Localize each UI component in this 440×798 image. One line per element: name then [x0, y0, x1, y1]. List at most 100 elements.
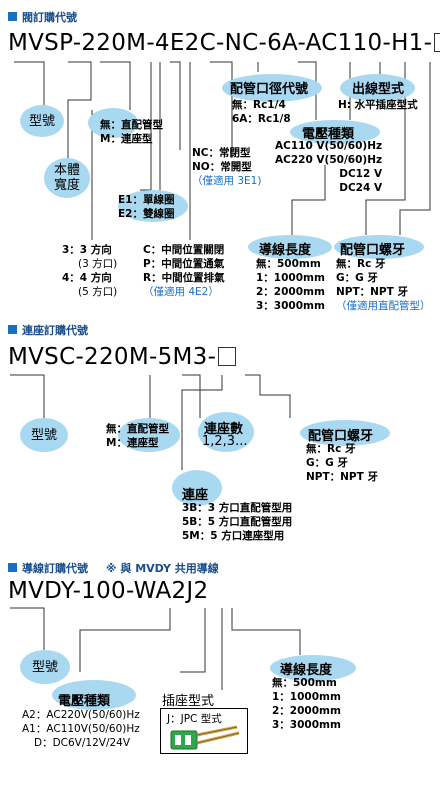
- bubble-type: 型號: [20, 418, 68, 452]
- size-options: 無：Rc1/4 6A：Rc1/8: [232, 98, 291, 126]
- option: 2：2000mm: [272, 705, 341, 717]
- code-part: -: [382, 30, 392, 56]
- note: （僅適用 3E1): [192, 175, 262, 187]
- option: 3：3 方向: [62, 244, 112, 256]
- option: 3：3000mm: [256, 300, 325, 312]
- code-part: -: [149, 344, 158, 370]
- note: （僅適用 4E2）: [143, 286, 219, 298]
- code-part: MVSC: [8, 344, 76, 370]
- code-part: -: [125, 578, 134, 604]
- option: C：中間位置關閉: [143, 244, 225, 256]
- option: (3 方口): [78, 258, 118, 270]
- option: R：中間位置排氣: [143, 272, 225, 284]
- bubble-count: [198, 412, 254, 452]
- label-wire-length: 導線長度: [259, 243, 312, 258]
- option: E1：單線圈: [118, 194, 175, 206]
- code-part: -: [297, 30, 306, 56]
- option: M：連座型: [106, 437, 159, 449]
- code-part: -: [207, 344, 217, 370]
- option: P：中間位置通氣: [143, 258, 225, 270]
- section-marker-icon: [8, 563, 17, 572]
- label-thread: 配管口螺牙: [340, 243, 406, 258]
- option: AC220 V(50/60)Hz: [275, 154, 383, 166]
- option: 無：直配管型: [106, 423, 169, 435]
- option: 5M：5 方口連座型用: [182, 530, 285, 542]
- code-part: -: [146, 30, 155, 56]
- jpc-plug-icon: [170, 725, 240, 750]
- piping-options: 無：直配管型 M：連座型: [100, 118, 163, 146]
- bubble-piping: [88, 108, 138, 138]
- label-voltage: 電壓種類: [302, 127, 355, 142]
- code-part: NC: [224, 30, 259, 56]
- section3-title: 導線訂購代號 ※ 與 MVDY 共用導線: [22, 560, 219, 576]
- bubble-wiring: [340, 74, 415, 102]
- option: NO：常開型: [192, 161, 252, 173]
- code-part: 100: [81, 578, 126, 604]
- label-count: 連座數: [204, 422, 244, 437]
- section3-note: ※ 與 MVDY 共用導線: [105, 562, 219, 575]
- code-part: 220M: [84, 344, 149, 370]
- socket-box: J：JPC 型式: [160, 708, 248, 754]
- position-options: C：中間位置關閉 P：中間位置通氣 R：中間位置排氣 （僅適用 4E2）: [143, 243, 225, 299]
- piping-options: 無：直配管型 M：連座型: [106, 422, 169, 450]
- code-part: -: [423, 30, 433, 56]
- option: 無：Rc1/4: [232, 99, 286, 111]
- code-part: 4E2C: [154, 30, 216, 56]
- bubble-piping-size: [222, 74, 322, 102]
- bubble-body-width: 本體 寬度: [44, 158, 90, 198]
- bubble-voltage: [52, 680, 136, 710]
- thread-options: 無：Rc 牙 G：G 牙 NPT：NPT 牙 （僅適用直配管型）: [336, 257, 431, 313]
- option: AC110 V(50/60)Hz: [275, 140, 383, 152]
- label-thread: 配管口螺牙: [308, 429, 374, 444]
- option: 3B：3 方口直配管型用: [182, 502, 293, 514]
- label-wire-length: 導線長度: [280, 663, 333, 678]
- section2-title: 連座訂購代號: [22, 324, 88, 337]
- option: 無：500mm: [256, 258, 321, 270]
- option: D：DC6V/12V/24V: [34, 737, 131, 749]
- section-marker-icon: [8, 325, 17, 334]
- section2-code: MVSC-220M-5M3-: [8, 344, 237, 370]
- section-marker-icon: [8, 12, 17, 21]
- section1-title: 閥訂購代號: [22, 11, 77, 24]
- bubble-type: 型號: [20, 105, 64, 137]
- code-part: 5M3: [157, 344, 208, 370]
- option: NPT：NPT 牙: [336, 286, 408, 298]
- option: 2：2000mm: [256, 286, 325, 298]
- bubble-type: 型號: [20, 650, 70, 684]
- option-box: [434, 33, 440, 52]
- bubble-coil: [118, 190, 188, 222]
- nc-options: NC：常閉型 NO：常開型 （僅適用 3E1): [192, 146, 261, 188]
- bubble-voltage: [290, 120, 380, 144]
- option: 無：直配管型: [100, 119, 163, 131]
- option: A2：AC220V(50/60)Hz: [22, 709, 140, 721]
- code-part: WA2J2: [133, 578, 209, 604]
- code-part: H1: [391, 30, 424, 56]
- option: E2：雙線圈: [118, 208, 175, 220]
- label-socket: 插座型式: [162, 694, 215, 709]
- option: 無：500mm: [272, 677, 337, 689]
- code-part: -: [75, 344, 85, 370]
- label-piping-size: 配管口徑代號: [230, 82, 309, 97]
- bubble-thread: [300, 420, 390, 446]
- length-options: 無：500mm 1：1000mm 2：2000mm 3：3000mm: [272, 676, 341, 732]
- bubble-wire-length: [270, 655, 356, 681]
- way-options: 3：3 方向 (3 方口) 4：4 方向 (5 方口): [62, 243, 117, 299]
- note: （僅適用直配管型）: [336, 300, 431, 312]
- option: 6A：Rc1/8: [232, 113, 291, 125]
- option: DC12 V: [339, 168, 383, 180]
- option-box: [218, 347, 237, 366]
- code-part: AC110: [305, 30, 383, 56]
- option: G：G 牙: [336, 272, 378, 284]
- option: G：G 牙: [306, 457, 348, 469]
- wiring-options: H: 水平插座型式: [338, 99, 418, 111]
- code-part: -: [72, 30, 82, 56]
- voltage-options: A2：AC220V(50/60)Hz A1：AC110V(50/60)Hz D：…: [22, 708, 140, 750]
- count-options: 1,2,3...: [202, 434, 248, 449]
- section3-code: MVDY-100-WA2J2: [8, 578, 208, 604]
- bubble-base: [172, 470, 222, 506]
- bubble-thread: [334, 235, 424, 259]
- option: A1：AC110V(50/60)Hz: [22, 723, 140, 735]
- section1-code: MVSP-220M-4E2C-NC-6A-AC110-H1-: [8, 30, 440, 56]
- base-options: 3B：3 方口直配管型用 5B：5 方口直配管型用 5M：5 方口連座型用: [182, 501, 292, 543]
- option: 1：1000mm: [272, 691, 341, 703]
